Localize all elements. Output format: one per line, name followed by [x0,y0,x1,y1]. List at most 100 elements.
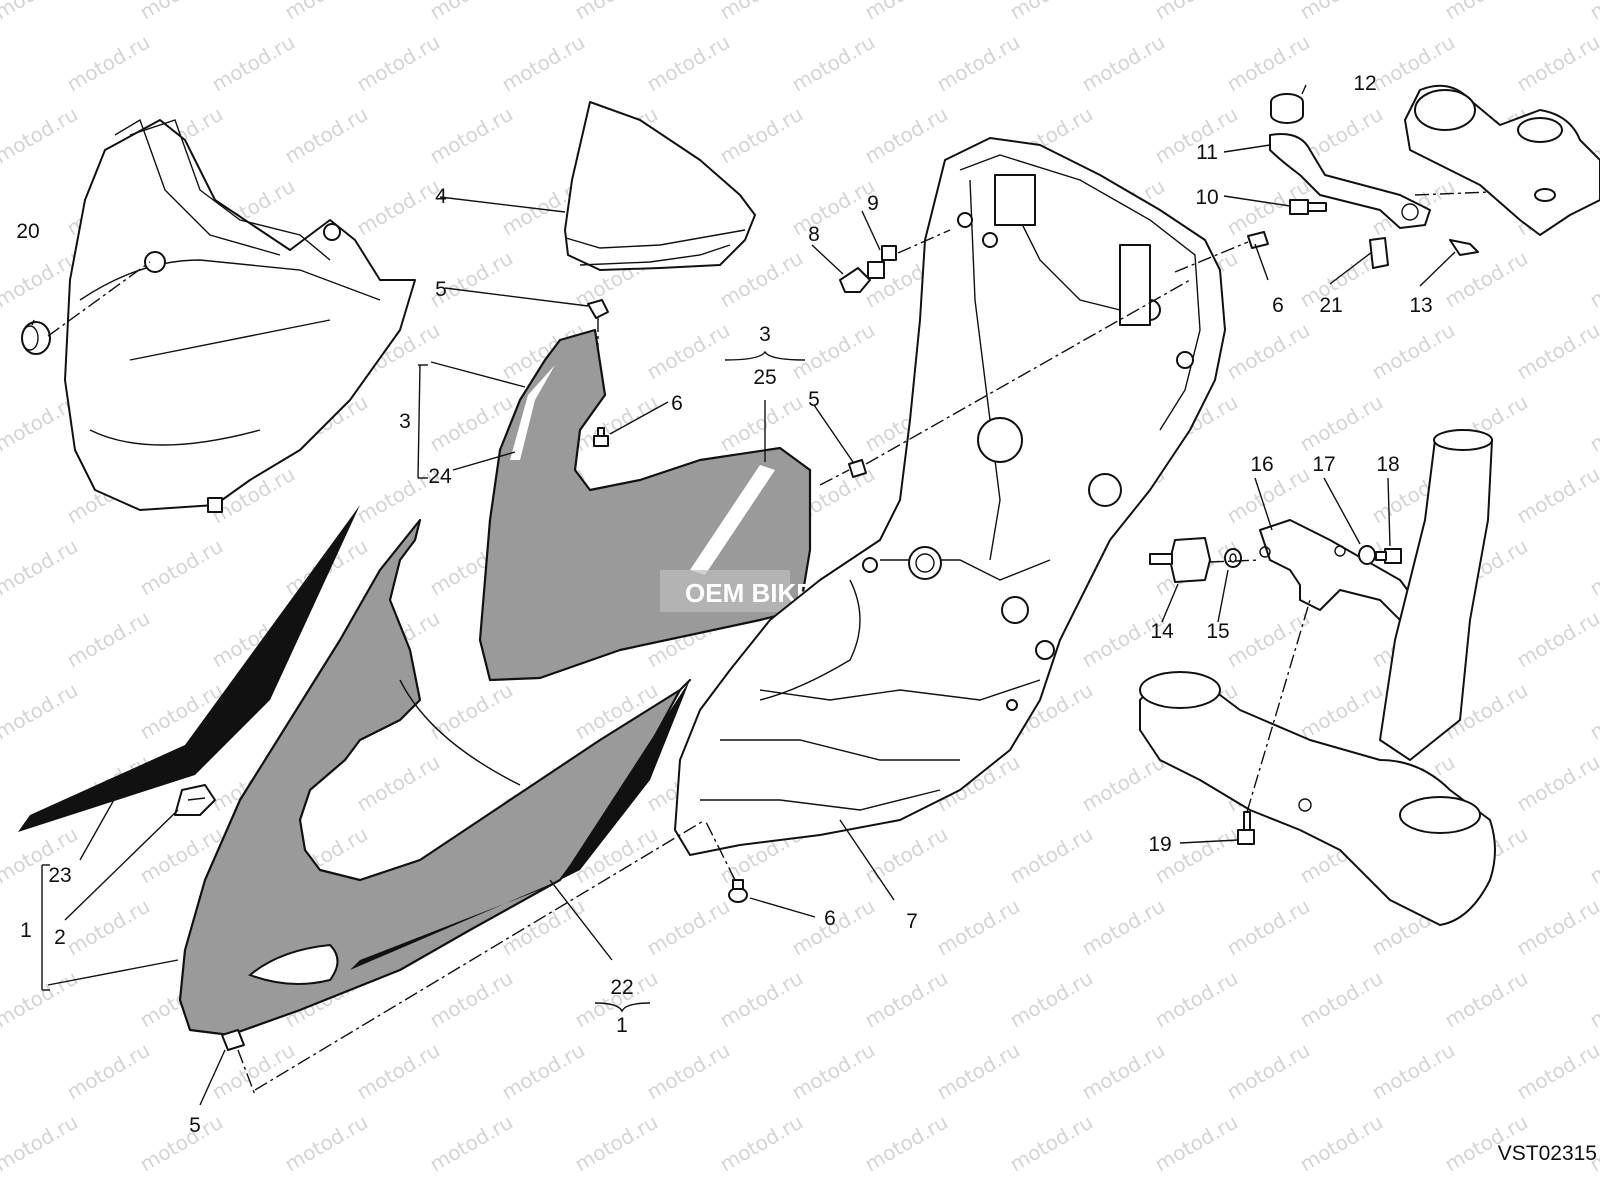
rubber-12 [1270,93,1304,124]
watermark-text: motod.ru [353,174,444,241]
drawing-code: VST02315 [1498,1142,1597,1165]
watermark-text: motod.ru [788,318,879,385]
watermark-text: motod.ru [788,1038,879,1105]
watermark-text: motod.ru [1223,30,1314,97]
callout-16: 16 [1250,453,1273,476]
watermark-text: motod.ru [1078,1038,1169,1105]
watermark-text: motod.ru [0,1110,82,1177]
callout-12: 12 [1353,72,1376,95]
watermark-text: motod.ru [353,30,444,97]
watermark-text: motod.ru [1151,0,1242,24]
callout-21: 21 [1319,294,1342,317]
watermark-text: motod.ru [1078,30,1169,97]
watermark-text: motod.ru [1586,0,1600,24]
watermark-text: motod.ru [1441,0,1532,24]
watermark-text: motod.ru [1513,318,1600,385]
watermark-text: motod.ru [1078,750,1169,817]
watermark-text: motod.ru [426,678,517,745]
cap-8 [839,267,871,293]
watermark-text: motod.ru [716,966,807,1033]
headlight-assembly [64,118,416,513]
watermark-text: motod.ru [1513,606,1600,673]
bolt-10 [1289,199,1327,215]
watermark-text: motod.ru [1151,1110,1242,1177]
callout-labels: 20 4 5 6 3 24 3 25 5 8 9 6 12 11 10 21 1… [16,72,1597,1165]
watermark-text: motod.ru [353,750,444,817]
callout-5a: 5 [435,278,447,301]
screw-6a [593,427,609,447]
clip-nut-5b [848,459,867,478]
callout-17: 17 [1312,453,1335,476]
watermark-text: motod.ru [861,0,952,24]
watermark-text: motod.ru [1296,1110,1387,1177]
watermark-text: motod.ru [643,30,734,97]
watermark-text: motod.ru [1513,750,1600,817]
screw-6c [728,879,748,903]
watermark-text: motod.ru [1441,246,1532,313]
watermark-text: motod.ru [643,318,734,385]
callout-1b: 1 [616,1014,628,1037]
callout-6a: 6 [671,392,683,415]
watermark-text: motod.ru [788,174,879,241]
watermark-text: motod.ru [716,102,807,169]
callout-2: 2 [54,926,66,949]
watermark-text: motod.ru [63,894,154,961]
badge-2 [174,784,216,816]
callout-3: 3 [399,410,411,433]
watermark-text: motod.ru [1296,0,1387,24]
watermark-text: motod.ru [136,0,227,24]
watermark-text: motod.ru [63,30,154,97]
callout-11: 11 [1196,141,1218,164]
clip-nut-5c [221,1029,245,1051]
watermark-text: motod.ru [933,894,1024,961]
watermark-text: motod.ru [788,30,879,97]
watermark-text: motod.ru [426,102,517,169]
watermark-text: motod.ru [0,678,82,745]
washer-15 [1224,548,1242,568]
watermark-text: motod.ru [281,102,372,169]
callout-10: 10 [1195,186,1218,209]
watermark-text: motod.ru [426,0,517,24]
screw-6b [1247,231,1269,249]
watermark-text: motod.ru [0,0,82,24]
callout-20: 20 [16,220,39,243]
callout-9: 9 [867,192,879,215]
watermark-text: motod.ru [1586,390,1600,457]
bolt-18 [1375,548,1402,564]
bolt-19 [1237,811,1255,845]
watermark-text: motod.ru [1223,318,1314,385]
upper-triple-clamp [1404,84,1600,236]
watermark-text: motod.ru [1586,246,1600,313]
watermark-text: motod.ru [716,390,807,457]
watermark-text: motod.ru [861,822,952,889]
watermark-text: motod.ru [281,0,372,24]
watermark-text: motod.ru [426,1110,517,1177]
watermark-text: motod.ru [861,102,952,169]
stud-9 [867,245,897,279]
lower-triple-clamp [1139,671,1496,926]
watermark-text: motod.ru [571,1110,662,1177]
watermark-text: motod.ru [1368,318,1459,385]
watermark-text: motod.ru [498,30,589,97]
watermark-text: motod.ru [1223,894,1314,961]
front-fairing-1 [18,505,692,1037]
watermark-text: motod.ru [136,1110,227,1177]
watermark-text: motod.ru [1513,1038,1600,1105]
watermark-text: motod.ru [1296,390,1387,457]
sleeve-21 [1369,237,1389,269]
callout-22: 22 [610,976,633,999]
watermark-text: motod.ru [571,0,662,24]
callout-4: 4 [435,185,447,208]
watermark-text: motod.ru [498,1038,589,1105]
callout-23: 23 [48,864,71,887]
callout-13: 13 [1409,294,1432,317]
clip-nut-5a [587,299,609,319]
watermark-text: motod.ru [1586,534,1600,601]
callout-8: 8 [808,223,820,246]
callout-1: 1 [20,919,32,942]
watermark-text: motod.ru [643,1038,734,1105]
watermark-text: motod.ru [1296,678,1387,745]
damper-14 [1149,537,1211,583]
callout-15: 15 [1206,620,1229,643]
